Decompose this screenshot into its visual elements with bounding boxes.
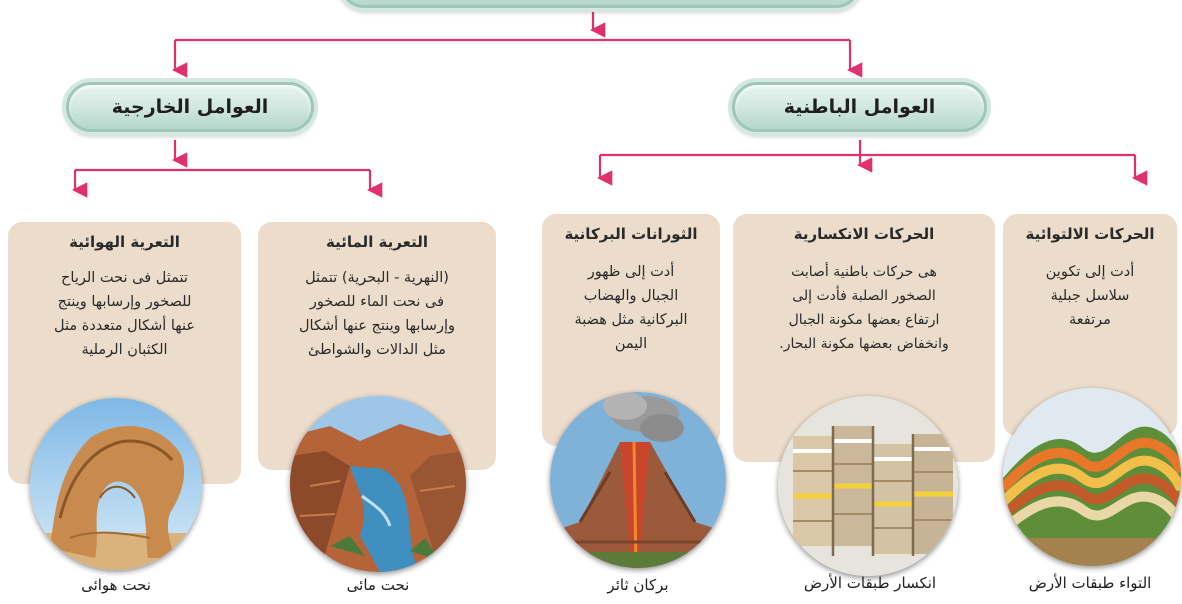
faulting-movements-line: الصخور الصلبة فأدت إلى — [792, 288, 936, 304]
internal-factors-pill: العوامل الباطنية — [732, 82, 987, 132]
volcanic-eruptions-line: الجبال والهضاب — [583, 288, 679, 304]
volcanic-eruptions-title: الثورانات البركانية — [564, 225, 698, 243]
folding-movements-line: أدت إلى تكوين — [1045, 264, 1135, 280]
wind-erosion-line: الكثبان الرملية — [81, 342, 168, 358]
folding-photo — [1003, 388, 1181, 566]
faulting-movements-line: ارتفاع بعضها مكونة الجبال — [788, 312, 940, 328]
volcanic-eruptions-line: أدت إلى ظهور — [587, 264, 675, 280]
faulting-movements-text: هى حركات باطنية أصابت الصخور الصلبة فأدت… — [733, 260, 995, 356]
internal-factors-label: العوامل الباطنية — [783, 96, 936, 118]
volcanic-eruptions-line: اليمن — [614, 336, 648, 352]
volcanic-eruption-caption: بركان ثائر — [607, 576, 669, 594]
faulting-movements-line: وانخفاض بعضها مكونة البحار. — [779, 336, 949, 352]
faulting-photo — [778, 396, 958, 576]
folding-movements-line: مرتفعة — [1069, 312, 1111, 328]
wind-erosion-title: التعرية الهوائية — [69, 233, 180, 251]
faulting-movements-title: الحركات الانكسارية — [793, 225, 935, 243]
wind-erosion-line: عنها أشكال متعددة مثل — [53, 318, 196, 334]
wind-erosion-photo — [30, 398, 202, 570]
water-erosion-line: فى نحت الماء للصخور — [309, 294, 445, 310]
folding-caption: التواء طبقات الأرض — [1028, 574, 1152, 592]
water-erosion-text: (النهرية - البحرية) تتمثل فى نحت الماء ل… — [258, 266, 496, 362]
volcanic-eruption-photo — [550, 392, 726, 568]
faulting-movements-line: هى حركات باطنية أصابت — [791, 264, 937, 280]
wind-erosion-line: للصخور وإرسابها وينتج — [57, 294, 192, 310]
water-erosion-line: مثل الدالات والشواطئ — [308, 342, 446, 358]
wind-erosion-line: تتمثل فى نحت الرياح — [61, 270, 188, 286]
water-erosion-line: وإرسابها وينتج عنها أشكال — [299, 318, 455, 334]
folding-movements-title: الحركات الالتوائية — [1025, 225, 1155, 243]
wind-erosion-text: تتمثل فى نحت الرياح للصخور وإرسابها وينت… — [8, 266, 241, 362]
water-erosion-photo — [290, 396, 466, 572]
water-erosion-line: (النهرية - البحرية) تتمثل — [305, 270, 449, 286]
folding-movements-line: سلاسل جبلية — [1050, 288, 1130, 304]
volcanic-eruptions-text: أدت إلى ظهور الجبال والهضاب البركانية مث… — [542, 260, 720, 356]
faulting-caption: انكسار طبقات الأرض — [803, 574, 937, 592]
wind-erosion-caption: نحت هوائى — [81, 576, 151, 594]
external-factors-label: العوامل الخارجية — [111, 96, 269, 118]
water-erosion-caption: نحت مائى — [346, 576, 410, 594]
external-factors-pill: العوامل الخارجية — [66, 82, 314, 132]
top-title-pill — [340, 0, 860, 8]
volcanic-eruptions-line: البركانية مثل هضبة — [574, 312, 688, 328]
water-erosion-title: التعرية المائية — [326, 233, 428, 251]
folding-movements-text: أدت إلى تكوين سلاسل جبلية مرتفعة — [1003, 260, 1177, 332]
